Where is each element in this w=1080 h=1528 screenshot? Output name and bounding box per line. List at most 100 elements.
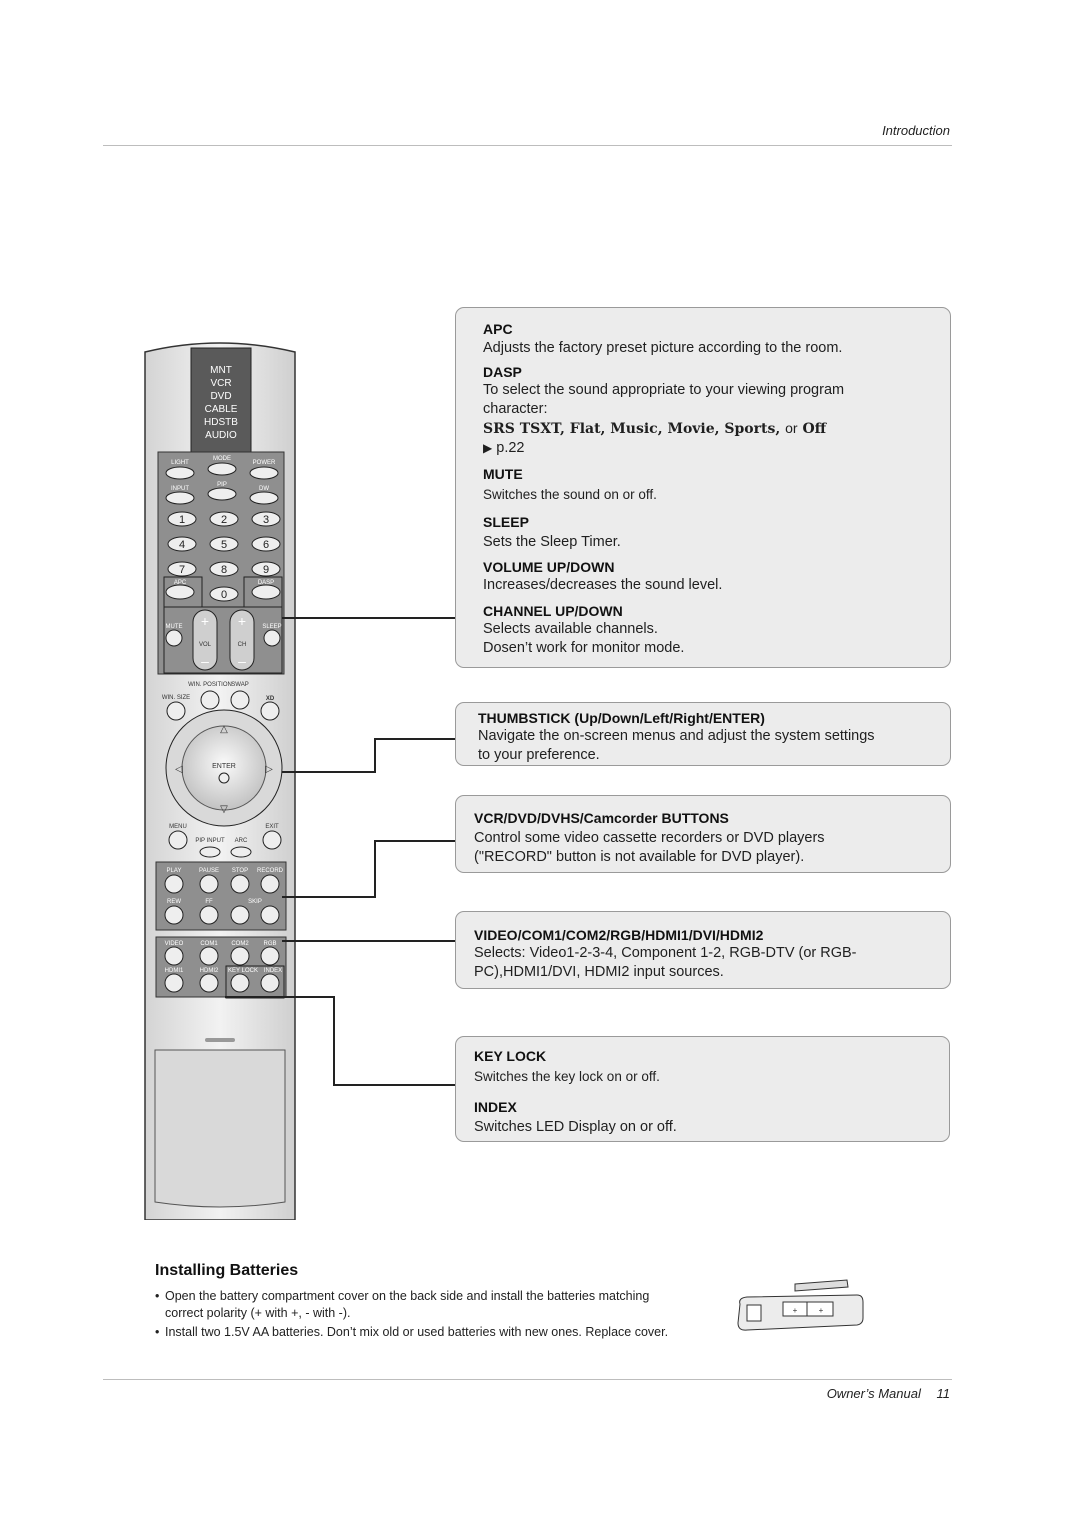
record-button: [260, 874, 280, 894]
vcr-text-2: ("RECORD" button is not available for DV…: [474, 849, 805, 865]
digit-5: 5: [221, 539, 227, 551]
header-rule: [103, 145, 952, 146]
inputs-text-1: Selects: Video1-2-3-4, Component 1-2, RG…: [474, 945, 857, 961]
svg-text:△: △: [220, 724, 228, 735]
mode-button: [207, 462, 237, 476]
svg-text:▽: ▽: [220, 804, 228, 815]
dasp-title: DASP: [483, 364, 522, 380]
label-com1: COM1: [200, 941, 218, 947]
callout-vcr: VCR/DVD/DVHS/Camcorder BUTTONS Control s…: [455, 795, 951, 873]
rgb-button: [260, 946, 280, 966]
connector-keylock-h: [333, 1084, 456, 1086]
label-mode: MODE: [213, 456, 231, 462]
battery-compartment-illustration: + +: [737, 1279, 864, 1331]
inputs-text-2: PC),HDMI1/DVI, HDMI2 input sources.: [474, 964, 724, 980]
digit-2-button: [209, 511, 239, 527]
connector-thumbstick-b: [374, 738, 456, 740]
label-rew: REW: [167, 899, 181, 905]
label-mute: MUTE: [166, 624, 183, 630]
callout-thumbstick: THUMBSTICK (Up/Down/Left/Right/ENTER) Na…: [455, 702, 951, 766]
footer-rule: [103, 1379, 952, 1380]
apc-title: APC: [483, 321, 513, 337]
index-text: Switches LED Display on or off.: [474, 1119, 677, 1135]
dw-button: [249, 491, 279, 505]
svg-text:+: +: [238, 613, 246, 629]
dasp-option-off: Off: [802, 421, 827, 437]
dasp-option-or: or: [785, 420, 798, 436]
mode-hdstb: HDSTB: [204, 417, 238, 428]
index-title: INDEX: [474, 1099, 517, 1115]
digit-2: 2: [221, 514, 227, 526]
digit-1: 1: [179, 514, 185, 526]
label-video: VIDEO: [165, 941, 184, 947]
inputs-title: VIDEO/COM1/COM2/RGB/HDMI1/DVI/HDMI2: [474, 927, 764, 943]
vcr-text-1: Control some video cassette recorders or…: [474, 830, 825, 846]
input-button: [165, 491, 195, 505]
dasp-option-music: Music: [610, 421, 658, 437]
volume-rocker: [192, 609, 218, 671]
digit-4: 4: [179, 539, 185, 551]
video-button: [164, 946, 184, 966]
skip-forward-button: [260, 905, 280, 925]
digit-1-button: [167, 511, 197, 527]
connector-keylock: [225, 996, 333, 998]
dasp-text-2: character:: [483, 401, 548, 417]
label-pip: PIP: [217, 482, 227, 488]
footer: Owner’s Manual 11: [827, 1386, 950, 1401]
digit-9: 9: [263, 564, 269, 576]
dasp-text-1: To select the sound appropriate to your …: [483, 382, 845, 398]
label-ch: CH: [238, 642, 247, 648]
channel-text-2: Dosen’t work for monitor mode.: [483, 640, 685, 656]
connector-inputs: [282, 940, 456, 942]
apc-button: [165, 584, 195, 600]
dasp-option-movie: Movie: [667, 421, 715, 437]
hdmi1-button: [164, 973, 184, 993]
label-light: LIGHT: [171, 460, 189, 466]
batteries-bullet-1: Open the battery compartment cover on th…: [155, 1288, 685, 1322]
svg-text:–: –: [201, 653, 209, 669]
digit-0: 0: [221, 589, 227, 601]
label-key-lock: KEY LOCK: [228, 968, 258, 974]
svg-text:◁: ◁: [175, 764, 183, 775]
mute-text: Switches the sound on or off.: [483, 487, 657, 502]
label-hdmi2: HDMI2: [200, 968, 219, 974]
connector-thumbstick: [282, 738, 376, 773]
arc-button: [230, 846, 252, 858]
apc-text: Adjusts the factory preset picture accor…: [483, 340, 843, 356]
xd-button: [260, 701, 280, 721]
digit-8-button: [209, 561, 239, 577]
thumbstick-text-1: Navigate the on-screen menus and adjust …: [478, 728, 875, 744]
label-dasp: DASP: [258, 580, 274, 586]
svg-text:+: +: [793, 1306, 798, 1315]
dasp-button: [251, 584, 281, 600]
label-exit: EXIT: [265, 824, 279, 830]
label-hdmi1: HDMI1: [165, 968, 184, 974]
digit-7: 7: [179, 564, 185, 576]
mode-dvd: DVD: [210, 391, 231, 402]
channel-title: CHANNEL UP/DOWN: [483, 603, 623, 619]
pip-input-button: [199, 846, 221, 858]
label-com2: COM2: [231, 941, 249, 947]
connector-keylock-v: [333, 996, 336, 1084]
digit-4-button: [167, 536, 197, 552]
ff-button: [199, 905, 219, 925]
label-enter: ENTER: [212, 763, 236, 770]
digit-5-button: [209, 536, 239, 552]
label-stop: STOP: [232, 868, 248, 874]
label-xd: XD: [266, 696, 275, 702]
label-power: POWER: [253, 460, 276, 466]
play-button: [164, 874, 184, 894]
sleep-text: Sets the Sleep Timer.: [483, 534, 621, 550]
page-number: 11: [936, 1386, 951, 1401]
label-skip: SKIP: [248, 899, 262, 905]
skip-back-button: [230, 905, 250, 925]
digit-0-button: [209, 586, 239, 602]
dasp-option-srs: SRS TSXT: [483, 421, 560, 437]
label-rgb: RGB: [263, 941, 276, 947]
label-sleep: SLEEP: [262, 624, 281, 630]
label-win-size: WIN. SIZE: [162, 695, 190, 701]
keylock-text: Switches the key lock on or off.: [474, 1069, 660, 1084]
connector-vcr-b: [374, 840, 456, 842]
keylock-title: KEY LOCK: [474, 1048, 547, 1064]
hdmi2-button: [199, 973, 219, 993]
